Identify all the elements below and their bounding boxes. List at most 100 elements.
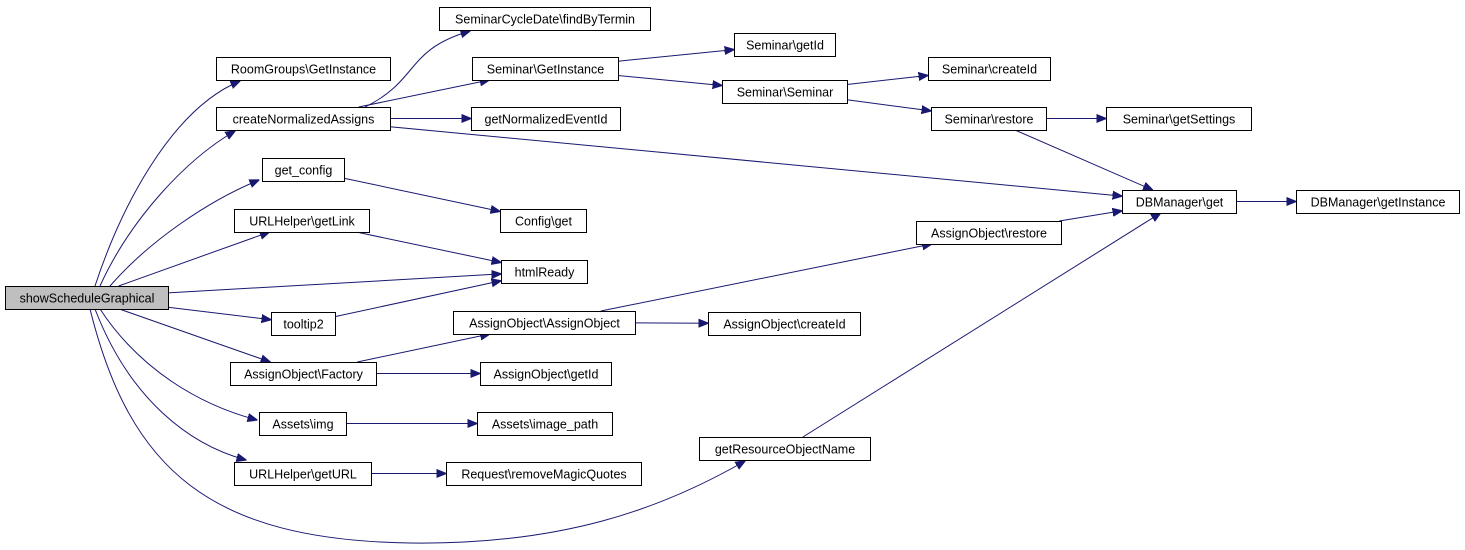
node-box[interactable] (722, 80, 848, 104)
node-dbget[interactable]: DBManager\get (1122, 190, 1237, 214)
node-cna[interactable]: createNormalizedAssigns (216, 107, 391, 131)
node-label: getResourceObjectName (715, 443, 855, 457)
node-urlgeturl[interactable]: URLHelper\getURL (234, 462, 372, 486)
edge-root-to-cna (99, 131, 235, 287)
edge-cna-to-dbget (389, 126, 1122, 196)
edge-aorestore-to-dbget (1059, 211, 1122, 222)
node-urlgetlink[interactable]: URLHelper\getLink (234, 209, 370, 233)
node-aoao[interactable]: AssignObject\AssignObject (453, 311, 636, 335)
node-label: Seminar\getId (746, 39, 824, 53)
node-getnorm[interactable]: getNormalizedEventId (471, 107, 621, 131)
node-box[interactable] (1122, 190, 1237, 214)
node-dbinst[interactable]: DBManager\getInstance (1296, 190, 1460, 214)
node-assetsimg[interactable]: Assets\img (259, 412, 347, 436)
edge-root-to-htmlready (167, 274, 501, 294)
node-aorestore[interactable]: AssignObject\restore (916, 221, 1062, 245)
edge-root-to-urlgetlink (118, 232, 270, 287)
node-getconfig[interactable]: get_config (262, 158, 345, 182)
node-aofactory[interactable]: AssignObject\Factory (230, 362, 377, 386)
node-label: Seminar\GetInstance (487, 63, 604, 77)
edges-layer (89, 31, 1296, 544)
node-box[interactable] (453, 311, 636, 335)
node-box[interactable] (916, 221, 1062, 245)
node-box[interactable] (928, 57, 1051, 81)
nodes-layer: showScheduleGraphical RoomGroups\GetInsta… (5, 7, 1460, 486)
node-box[interactable] (471, 107, 621, 131)
node-box[interactable] (501, 260, 588, 284)
edge-root-to-getres (89, 308, 745, 544)
node-box[interactable] (500, 209, 587, 233)
node-box[interactable] (1296, 190, 1460, 214)
edge-urlgetlink-to-htmlready (356, 231, 501, 263)
node-box[interactable] (439, 7, 651, 31)
node-semgetinst[interactable]: Seminar\GetInstance (472, 57, 619, 81)
node-label: Config\get (515, 215, 573, 229)
edge-semsem-to-semcreateid (846, 75, 928, 85)
edge-root-to-roomgroups (94, 81, 240, 287)
node-semcreateid[interactable]: Seminar\createId (928, 57, 1051, 81)
node-label: Assets\image_path (492, 418, 598, 432)
node-box[interactable] (216, 57, 391, 81)
node-label: createNormalizedAssigns (233, 113, 375, 127)
node-getres[interactable]: getResourceObjectName (699, 437, 871, 461)
node-box[interactable] (477, 412, 613, 436)
edge-getres-to-dbget (802, 213, 1161, 438)
node-imagepath[interactable]: Assets\image_path (477, 412, 613, 436)
node-reqrmq[interactable]: Request\removeMagicQuotes (446, 462, 642, 486)
node-semsem[interactable]: Seminar\Seminar (722, 80, 848, 104)
node-htmlready[interactable]: htmlReady (501, 260, 588, 284)
edge-cna-to-semgetinst (358, 80, 490, 108)
node-configget[interactable]: Config\get (500, 209, 587, 233)
node-box[interactable] (271, 312, 336, 336)
node-label: AssignObject\restore (931, 227, 1047, 241)
node-box[interactable] (734, 33, 836, 57)
node-box[interactable] (931, 107, 1047, 131)
node-box[interactable] (216, 107, 391, 131)
node-semgetid[interactable]: Seminar\getId (734, 33, 836, 57)
node-box[interactable] (472, 57, 619, 81)
node-aocreateid[interactable]: AssignObject\createId (708, 312, 861, 336)
node-box[interactable] (230, 362, 377, 386)
edge-cna-to-scdfind (364, 31, 470, 108)
edge-root-to-urlgeturl (94, 308, 246, 460)
node-box[interactable] (5, 286, 169, 310)
node-semsettings[interactable]: Seminar\getSettings (1106, 107, 1252, 131)
node-label: Request\removeMagicQuotes (461, 468, 626, 482)
node-box[interactable] (480, 362, 612, 386)
node-label: Assets\img (272, 418, 333, 432)
node-label: AssignObject\AssignObject (469, 317, 620, 331)
node-label: showScheduleGraphical (20, 292, 155, 306)
node-semrestore[interactable]: Seminar\restore (931, 107, 1047, 131)
edge-root-to-tooltip2 (167, 306, 271, 319)
node-label: get_config (275, 164, 333, 178)
node-box[interactable] (259, 412, 347, 436)
node-label: tooltip2 (283, 318, 323, 332)
node-box[interactable] (708, 312, 861, 336)
node-box[interactable] (1106, 107, 1252, 131)
node-label: AssignObject\createId (723, 318, 845, 332)
node-box[interactable] (699, 437, 871, 461)
node-tooltip2[interactable]: tooltip2 (271, 312, 336, 336)
edge-semrestore-to-dbget (1014, 129, 1153, 190)
node-label: URLHelper\getURL (249, 468, 357, 482)
node-label: URLHelper\getLink (249, 215, 355, 229)
node-box[interactable] (446, 462, 642, 486)
node-label: AssignObject\getId (494, 368, 599, 382)
node-box[interactable] (234, 209, 370, 233)
edge-semgetinst-to-semsem (617, 75, 722, 86)
edge-aoao-to-aorestore (600, 244, 932, 312)
node-box[interactable] (262, 158, 345, 182)
edge-semgetinst-to-semgetid (617, 50, 734, 62)
node-label: Seminar\getSettings (1123, 113, 1236, 127)
edge-getconfig-to-configget (343, 177, 500, 211)
node-label: DBManager\get (1136, 196, 1224, 210)
node-root[interactable]: showScheduleGraphical (5, 286, 169, 310)
node-label: Seminar\createId (942, 63, 1037, 77)
edge-root-to-aofactory (119, 308, 270, 362)
node-box[interactable] (234, 462, 372, 486)
node-aogetid[interactable]: AssignObject\getId (480, 362, 612, 386)
node-roomgroups[interactable]: RoomGroups\GetInstance (216, 57, 391, 81)
node-scdfind[interactable]: SeminarCycleDate\findByTermin (439, 7, 651, 31)
node-label: DBManager\getInstance (1311, 196, 1446, 210)
